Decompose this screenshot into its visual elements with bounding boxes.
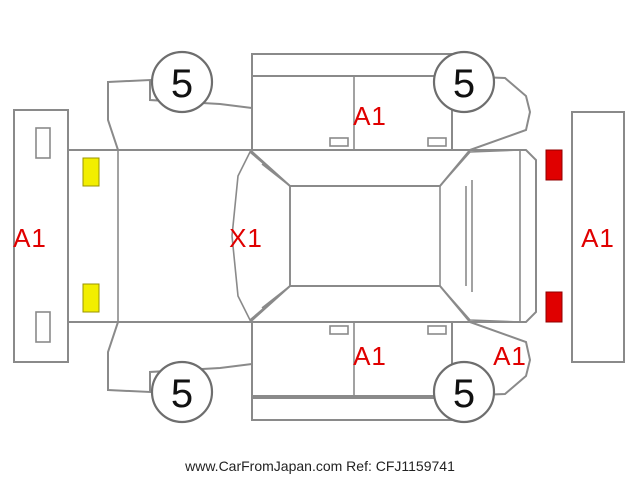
car-body-top-view xyxy=(67,149,537,323)
footer-credit: www.CarFromJapan.com Ref: CFJ1159741 xyxy=(0,458,640,474)
wheel-front-left: 5 xyxy=(150,50,214,114)
code-left-doors: A1 xyxy=(353,101,387,131)
wheel-front-left-value: 5 xyxy=(171,62,193,106)
code-front-bumper: A1 xyxy=(13,223,47,253)
taillight-left xyxy=(545,149,563,181)
wheel-front-right: 5 xyxy=(150,360,214,424)
wheel-front-right-value: 5 xyxy=(171,372,193,416)
footer-source: www.CarFromJapan.com xyxy=(185,458,343,474)
headlight-right xyxy=(82,283,100,313)
code-hood: X1 xyxy=(229,223,263,253)
wheel-rear-right: 5 xyxy=(432,360,496,424)
code-right-doors: A1 xyxy=(353,341,387,371)
wheel-rear-left: 5 xyxy=(432,50,496,114)
wheel-rear-left-value: 5 xyxy=(453,62,475,106)
right-side-panel xyxy=(107,321,532,398)
taillight-right xyxy=(545,291,563,323)
footer-ref: Ref: CFJ1159741 xyxy=(346,458,455,474)
front-bumper xyxy=(13,109,69,363)
wheel-rear-right-value: 5 xyxy=(453,372,475,416)
rear-bumper xyxy=(571,111,625,363)
code-rear-bumper: A1 xyxy=(581,223,615,253)
code-rear-right-corner: A1 xyxy=(493,341,527,371)
headlight-left xyxy=(82,157,100,187)
